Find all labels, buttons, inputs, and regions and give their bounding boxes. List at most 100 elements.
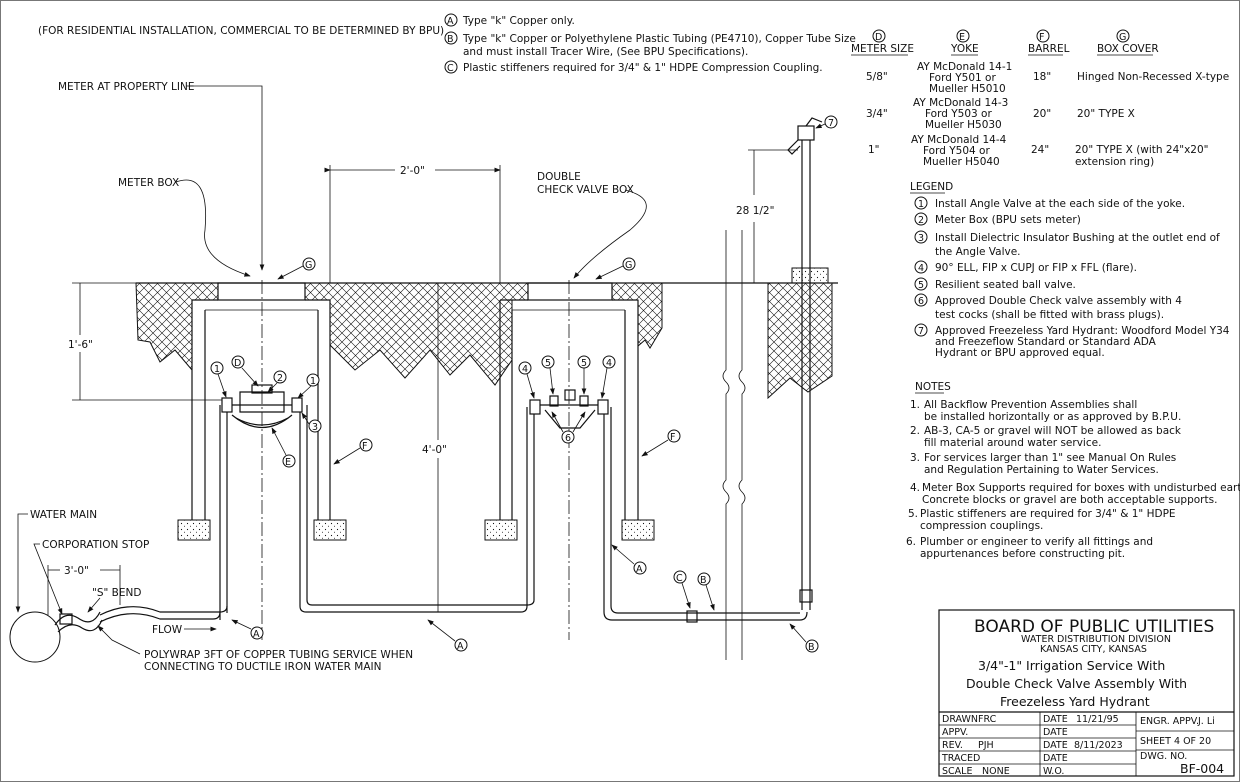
note-2-line1: AB-3, CA-5 or gravel will NOT be allowed… <box>924 425 1182 437</box>
header-mark-f: F <box>1039 32 1044 43</box>
note-4-line1: Meter Box Supports required for boxes wi… <box>922 482 1240 494</box>
label-water-main: WATER MAIN <box>30 509 97 521</box>
material-notes: A Type "k" Copper only. B Type "k" Coppe… <box>444 13 856 74</box>
svg-text:1.: 1. <box>910 399 920 411</box>
material-note-mark-a: A <box>447 16 454 27</box>
svg-text:6.: 6. <box>906 536 916 548</box>
row3-size: 1" <box>868 144 880 156</box>
break-lines <box>722 230 746 660</box>
legend-item-7-line1: Approved Freezeless Yard Hydrant: Woodfo… <box>935 325 1230 337</box>
legend-item-6-line1: Approved Double Check valve assembly wit… <box>935 295 1182 307</box>
svg-text:G: G <box>305 260 312 271</box>
legend-item-2: Meter Box (BPU sets meter) <box>935 214 1081 226</box>
drawing-number: BF-004 <box>1180 761 1224 776</box>
svg-text:5.: 5. <box>908 508 918 520</box>
svg-text:A: A <box>636 564 643 575</box>
label-meter-at-property-line: METER AT PROPERTY LINE <box>58 81 195 93</box>
svg-text:B: B <box>808 642 815 653</box>
row1-cover: Hinged Non-Recessed X-type <box>1077 71 1229 83</box>
svg-text:7: 7 <box>828 118 834 129</box>
legend-item-7-line2: and Freezeflow Standard or Standard ADA <box>935 336 1157 348</box>
date-revised: 8/11/2023 <box>1074 740 1123 751</box>
drawing-title-line3: Freezeless Yard Hydrant <box>1000 694 1150 709</box>
sheet-number: SHEET 4 OF 20 <box>1140 736 1211 747</box>
legend-item-4: 90° ELL, FIP x CUPJ or FIP x FFL (flare)… <box>935 262 1137 274</box>
label-check-valve-box: CHECK VALVE BOX <box>537 184 634 196</box>
note-1-line2: be installed horizontally or as approved… <box>924 411 1181 423</box>
header-mark-g: G <box>1119 32 1126 43</box>
header-yoke: YOKE <box>950 43 979 55</box>
notes: NOTES 1. All Backflow Prevention Assembl… <box>906 381 1240 560</box>
row1-barrel: 18" <box>1033 71 1051 83</box>
svg-text:A: A <box>253 629 260 640</box>
svg-text:SCALE: SCALE <box>942 766 972 777</box>
note-6-line2: appurtenances before constructing pit. <box>920 548 1125 560</box>
engineer-approval: J. Li <box>1197 716 1215 727</box>
svg-text:G: G <box>625 260 632 271</box>
title-block: BOARD OF PUBLIC UTILITIES WATER DISTRIBU… <box>938 609 1235 777</box>
svg-text:1: 1 <box>214 364 220 375</box>
material-note-b-line2: and must install Tracer Wire, (See BPU S… <box>463 46 748 58</box>
leader-labels: METER AT PROPERTY LINE METER BOX DOUBLE … <box>15 81 647 673</box>
meter-box <box>177 282 347 541</box>
note-3-line2: and Regulation Pertaining to Water Servi… <box>924 464 1159 476</box>
note-6-line1: Plumber or engineer to verify all fittin… <box>920 536 1153 548</box>
row2-cover: 20" TYPE X <box>1077 108 1135 120</box>
svg-text:3: 3 <box>312 422 318 433</box>
date-drawn: 11/21/95 <box>1076 714 1119 725</box>
label-double: DOUBLE <box>537 171 581 183</box>
material-note-a: Type "k" Copper only. <box>462 15 575 27</box>
label-corporation-stop: CORPORATION STOP <box>42 539 149 551</box>
yard-hydrant <box>787 117 829 610</box>
svg-text:ENGR. APPV.: ENGR. APPV. <box>1140 716 1199 727</box>
division-name: WATER DISTRIBUTION DIVISION <box>1021 634 1171 645</box>
label-meter-box: METER BOX <box>118 177 179 189</box>
svg-text:1: 1 <box>310 376 316 387</box>
row1-yoke-2: Ford Y501 or <box>929 72 996 84</box>
city-name: KANSAS CITY, KANSAS <box>1040 644 1147 655</box>
row1-size: 5/8" <box>866 71 888 83</box>
svg-text:2: 2 <box>277 373 283 384</box>
row3-yoke-2: Ford Y504 or <box>923 145 990 157</box>
row1-yoke-1: AY McDonald 14-1 <box>917 61 1012 73</box>
svg-text:D: D <box>234 358 241 369</box>
svg-text:F: F <box>362 441 367 452</box>
row1-yoke-3: Mueller H5010 <box>929 83 1006 95</box>
double-check-assembly <box>526 389 612 520</box>
svg-text:5: 5 <box>918 280 924 291</box>
legend-title: LEGEND <box>910 181 953 193</box>
label-s-bend: "S" BEND <box>92 587 141 599</box>
svg-text:6: 6 <box>918 296 924 307</box>
legend-item-6-line2: test cocks (shall be fitted with brass p… <box>935 309 1164 321</box>
residential-note: (FOR RESIDENTIAL INSTALLATION, COMMERCIA… <box>38 25 444 37</box>
material-note-b-line1: Type "k" Copper or Polyethylene Plastic … <box>462 33 856 45</box>
svg-text:DWG. NO.: DWG. NO. <box>1140 751 1187 762</box>
dim-pipe-depth: 4'-0" <box>422 444 447 456</box>
header-meter-size: METER SIZE <box>851 43 914 55</box>
drawing-title-line1: 3/4"-1" Irrigation Service With <box>978 658 1165 673</box>
label-flow: FLOW <box>152 624 183 636</box>
svg-text:DATE: DATE <box>1043 753 1068 764</box>
svg-text:5: 5 <box>545 358 551 369</box>
svg-text:DATE: DATE <box>1043 740 1068 751</box>
meter-table: D METER SIZE E YOKE F BARREL G BOX COVER… <box>851 29 1229 168</box>
svg-text:4: 4 <box>606 358 612 369</box>
row3-cover-1: 20" TYPE X (with 24"x20" <box>1075 144 1209 156</box>
material-note-mark-b: B <box>447 34 454 45</box>
note-1-line1: All Backflow Prevention Assemblies shall <box>924 399 1137 411</box>
water-main <box>9 611 103 663</box>
svg-text:DATE: DATE <box>1043 727 1068 738</box>
meter-assembly <box>219 384 308 620</box>
svg-text:DRAWN: DRAWN <box>942 714 978 725</box>
header-barrel: BARREL <box>1028 43 1070 55</box>
svg-text:4.: 4. <box>910 482 920 494</box>
svg-text:4: 4 <box>918 263 924 274</box>
svg-text:1: 1 <box>918 199 924 210</box>
legend: LEGEND 1 Install Angle Valve at the each… <box>910 181 1230 359</box>
legend-item-1: Install Angle Valve at the each side of … <box>935 198 1185 210</box>
svg-text:C: C <box>676 573 683 584</box>
header-mark-e: E <box>959 32 965 43</box>
double-check-valve-box <box>484 282 655 541</box>
svg-text:E: E <box>285 457 291 468</box>
notes-title: NOTES <box>915 381 951 393</box>
